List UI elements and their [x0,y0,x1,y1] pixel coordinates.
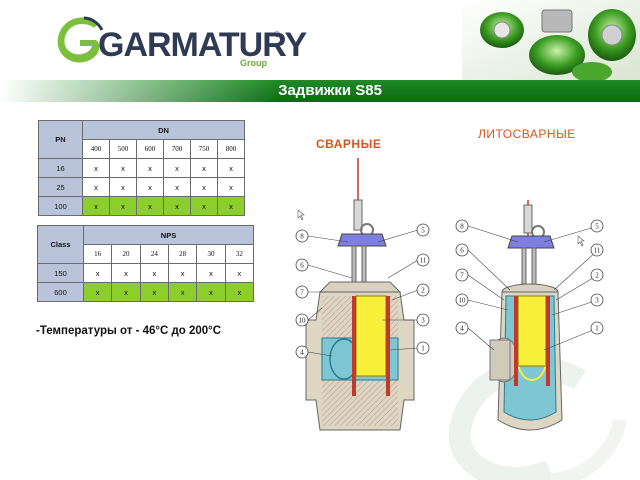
callout-label: 10 [459,297,467,305]
table-cell: x [163,158,191,178]
table-cell: x [82,158,110,178]
callout-label: 2 [595,272,599,280]
table-cell: x [109,196,137,216]
table-cell: x [196,263,226,283]
column-header: 750 [190,139,218,159]
section-title-cast-welded: ЛИТОСВАРНЫЕ [478,127,576,141]
welded-valve-drawing [305,158,415,431]
table-row: 600 x x x x x x [37,282,255,302]
cast-welded-valve-drawing [489,200,563,431]
column-header: 28 [167,244,198,264]
callout-label: 5 [421,227,425,235]
cursor-icon [577,235,585,247]
table-cell: x [224,282,255,302]
dn-pn-table: PN DN 400 500 600 700 750 800 16 x x x x… [38,120,245,216]
table-cell: x [163,196,191,216]
cursor-icon [297,209,305,221]
callout-label: 3 [421,317,425,325]
table-cell: x [167,282,198,302]
table-cell: x [139,263,169,283]
callout-label: 7 [300,289,304,297]
table-cell: x [136,158,164,178]
table-row: 25 x x x x x x [38,177,245,197]
table-row: 16 x x x x x x [38,158,245,178]
company-logo: GARMATURY ® Group [48,8,308,74]
table-cell: x [167,263,198,283]
column-header: 600 [136,139,164,159]
title-bar: Задвижки S85 [0,80,640,102]
row-label: 16 [38,158,83,178]
callout-label: 3 [595,297,599,305]
logo-group-label: Group [240,58,267,68]
table-cell: x [163,177,191,197]
table-cell: x [190,177,218,197]
column-header: 800 [217,139,245,159]
column-header: 500 [109,139,137,159]
table-cell: x [82,196,110,216]
callout-label: 8 [460,223,464,231]
table-header-dn: DN [82,120,245,140]
callout-label: 7 [460,272,464,280]
table-row: 150 x x x x x x [37,263,255,283]
table-cell: x [139,282,169,302]
column-header: 32 [224,244,255,264]
table-row: 100 x x x x x x [38,196,245,216]
table-cell: x [109,177,137,197]
table-cell: x [109,158,137,178]
table-cell: x [190,158,218,178]
callout-label: 4 [460,325,464,333]
page-title: Задвижки S85 [278,82,382,99]
table-cell: x [224,263,255,283]
nps-class-table: Class NPS 16 20 24 28 30 32 150 x x x x … [37,225,255,302]
column-header: 30 [196,244,226,264]
logo-wordmark: GARMATURY [98,26,307,64]
callout-label: 2 [421,287,425,295]
table-cell: x [82,282,113,302]
table-cell: x [217,177,245,197]
table-cell: x [217,196,245,216]
registered-mark: ® [274,30,280,39]
table-cell: x [82,177,110,197]
table-cell: x [217,158,245,178]
table-cell: x [190,196,218,216]
callout-label: 4 [300,349,304,357]
table-header-nps: NPS [83,225,254,245]
row-label: 100 [38,196,83,216]
callout-label: 11 [594,247,601,255]
column-header: 20 [111,244,141,264]
column-header: 16 [82,244,113,264]
row-label: 150 [37,263,84,283]
callout-label: 10 [299,317,307,325]
table-header-class: Class [37,225,84,264]
table-cell: x [111,282,141,302]
callout-label: 6 [300,262,304,270]
row-label: 25 [38,177,83,197]
table-cell: x [196,282,226,302]
callout-label: 8 [300,233,304,241]
logo-swirl-icon [57,16,104,63]
callout-label: 6 [460,247,464,255]
table-cell: x [111,263,141,283]
valve-cutaway-diagram: 8 6 7 10 4 5 11 2 3 1 8 6 7 10 4 5 11 2 … [295,158,604,431]
callout-label: 5 [595,223,599,231]
section-title-welded: СВАРНЫЕ [316,137,382,151]
callout-label: 1 [595,325,599,333]
table-cell: x [82,263,113,283]
column-header: 24 [139,244,169,264]
column-header: 400 [82,139,110,159]
callout-label: 1 [421,345,425,353]
table-header-pn: PN [38,120,83,159]
row-label: 600 [37,282,84,302]
temperature-note: -Температуры от - 46°С до 200°С [36,325,222,337]
table-cell: x [136,196,164,216]
callout-label: 11 [420,257,427,265]
valves-photo [462,0,640,80]
column-header: 700 [163,139,191,159]
table-cell: x [136,177,164,197]
